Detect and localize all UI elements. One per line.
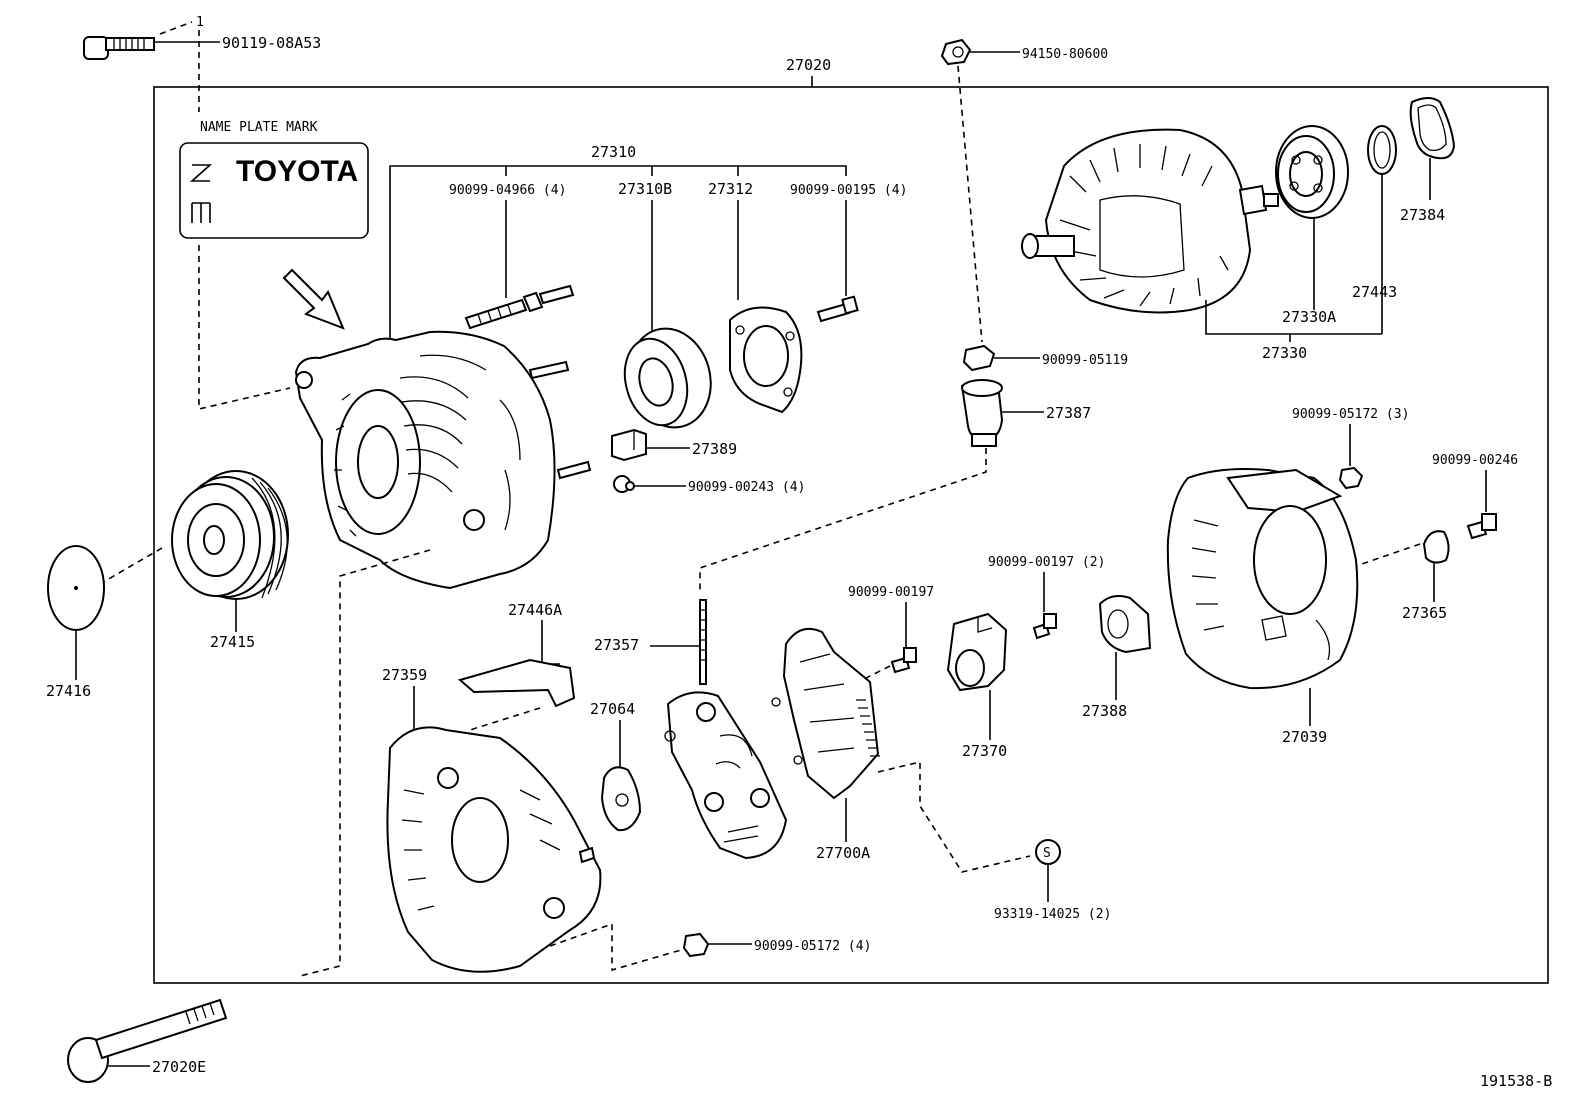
pulley-27415 (171, 470, 289, 600)
label-27310: 27310 (591, 143, 636, 161)
assembly-frame (153, 86, 1549, 984)
label-90099-00197: 90099-00197 (848, 585, 934, 600)
collar-27387 (960, 379, 1004, 447)
label-27387: 27387 (1046, 404, 1091, 422)
label-27365: 27365 (1402, 604, 1447, 622)
label-27359: 27359 (382, 666, 427, 684)
label-27416: 27416 (46, 682, 91, 700)
washer-27443 (1367, 125, 1397, 175)
label-90099-00197-2: 90099-00197 (2) (988, 555, 1105, 570)
screw-90099-00195 (816, 295, 859, 323)
nut-94150-80600 (940, 38, 972, 66)
stud-bolt-90099-04966 (464, 284, 575, 330)
label-90099-00195: 90099-00195 (4) (790, 183, 907, 198)
label-27389: 27389 (692, 440, 737, 458)
label-90099-04966: 90099-04966 (4) (449, 183, 566, 198)
label-27330: 27330 (1262, 344, 1307, 362)
label-27384: 27384 (1400, 206, 1445, 224)
label-27388: 27388 (1082, 702, 1127, 720)
brush-holder-27370 (946, 612, 1008, 692)
through-bolt-27020e (67, 998, 228, 1083)
bracket-27446a (457, 658, 576, 708)
nut-90099-00243 (613, 475, 635, 493)
label-27064: 27064 (590, 700, 635, 718)
label-90099-05172-3: 90099-05172 (3) (1292, 407, 1409, 422)
bearing-27330a (1275, 125, 1349, 219)
label-27310b: 27310B (618, 180, 672, 198)
label-27020: 27020 (786, 56, 831, 74)
bearing-27310b (623, 327, 712, 429)
label-94150-80600: 94150-80600 (1022, 47, 1108, 62)
label-27312: 27312 (708, 180, 753, 198)
diagram-id: 191538-B (1480, 1072, 1552, 1090)
rear-cover-27359 (386, 726, 602, 973)
label-27700a: 27700A (816, 844, 870, 862)
screw-90099-00246 (1466, 513, 1497, 540)
screw-90099-00197-2 (1032, 613, 1057, 640)
label-27446a: 27446A (508, 601, 562, 619)
label-27020e: 27020E (152, 1058, 206, 1076)
s-mark-label: S (1043, 846, 1051, 861)
drive-end-frame (294, 330, 592, 590)
label-90099-05119: 90099-05119 (1042, 353, 1128, 368)
label-27039: 27039 (1282, 728, 1327, 746)
name-plate-symbol-z (189, 164, 213, 182)
name-plate-brand: TOYOTA (236, 155, 358, 188)
label-27415: 27415 (210, 633, 255, 651)
label-27357: 27357 (594, 636, 639, 654)
insulator-27064 (600, 766, 642, 832)
bolt-90119-08a53 (83, 36, 155, 60)
nut-90099-05119 (962, 344, 996, 372)
label-90099-00246: 90099-00246 (1432, 453, 1518, 468)
nut-90099-05172-3 (1338, 466, 1364, 490)
rectifier-27357 (664, 599, 788, 860)
name-plate (179, 142, 369, 239)
label-index-1: 1 (196, 15, 204, 30)
terminal-insulator-27365 (1422, 530, 1450, 564)
rectifier-end-frame-27039 (1166, 468, 1359, 690)
label-90099-05172-4: 90099-05172 (4) (754, 939, 871, 954)
name-plate-caption: NAME PLATE MARK (200, 120, 318, 135)
screw-90099-00197 (890, 647, 917, 674)
label-27330a: 27330A (1282, 308, 1336, 326)
retainer-plate-27312 (729, 306, 803, 414)
direction-arrow-icon (282, 268, 345, 330)
nut-90099-05172-4 (682, 932, 710, 958)
label-90099-00243: 90099-00243 (4) (688, 480, 805, 495)
regulator-27700a (771, 628, 880, 800)
cover-27384 (1409, 97, 1456, 160)
insulator-27389 (611, 428, 647, 462)
label-90119-08a53: 90119-08A53 (222, 34, 321, 52)
label-27370: 27370 (962, 742, 1007, 760)
holder-27388 (1098, 595, 1152, 654)
label-27443: 27443 (1352, 283, 1397, 301)
rotor-27330 (1021, 128, 1279, 314)
name-plate-symbol-e (191, 202, 211, 223)
label-93319-14025: 93319-14025 (2) (994, 907, 1111, 922)
